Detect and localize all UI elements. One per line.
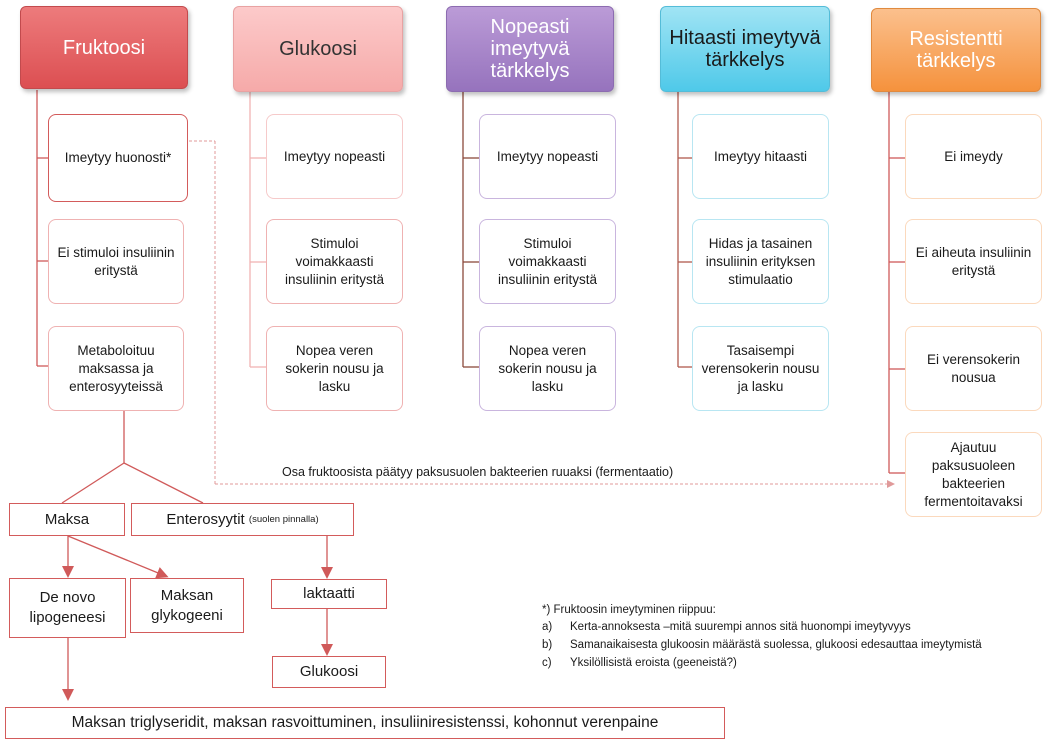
header-slow-starch: Hitaasti imeytyvä tärkkelys xyxy=(660,6,830,92)
footnote-title: *) Fruktoosin imeytyminen riippuu: xyxy=(542,604,716,616)
footnote-letter-b: b) xyxy=(542,639,553,651)
fast-starch-blood-sugar-box: Nopea veren sokerin nousu ja lasku xyxy=(479,326,616,411)
fast-starch-tree-lines xyxy=(462,90,479,368)
footnote-text-a: Kerta-annoksesta –mitä suurempi annos si… xyxy=(570,621,911,633)
glucose-insulin-box: Stimuloi voimakkaasti insuliinin erityst… xyxy=(266,219,403,304)
fast-starch-absorption-box: Imeytyy nopeasti xyxy=(479,114,616,199)
split-lines xyxy=(61,411,204,504)
slow-starch-blood-sugar-box: Tasaisempi verensokerin nousu ja lasku xyxy=(692,326,829,411)
footnote-item-a: a) Kerta-annoksesta –mitä suurempi annos … xyxy=(542,621,911,633)
glucose-blood-sugar-box: Nopea veren sokerin nousu ja lasku xyxy=(266,326,403,411)
resistant-insulin-box: Ei aiheuta insuliinin eritystä xyxy=(905,219,1042,304)
laktaatti-box: laktaatti xyxy=(271,579,387,609)
maksa-box: Maksa xyxy=(9,503,125,536)
slow-starch-insulin-box: Hidas ja tasainen insuliinin erityksen s… xyxy=(692,219,829,304)
glucose-tree-lines xyxy=(249,90,266,368)
slow-starch-tree-lines xyxy=(677,90,692,368)
fermentation-label: Osa fruktoosista päätyy paksusuolen bakt… xyxy=(282,465,674,479)
enterosyytit-label: Enterosyytit xyxy=(166,510,245,528)
footnote-text-c: Yksilöllisistä eroista (geeneistä?) xyxy=(570,657,737,669)
slow-starch-absorption-box: Imeytyy hitaasti xyxy=(692,114,829,199)
footnote-letter-a: a) xyxy=(542,621,553,633)
denovo-box: De novo lipogeneesi xyxy=(9,578,126,638)
resistant-fermentation-box: Ajautuu paksusuoleen bakteerien fermento… xyxy=(905,432,1042,517)
fructose-metabolism-box: Metaboloituu maksassa ja enterosyyteissä xyxy=(48,326,184,411)
footnote-letter-c: c) xyxy=(542,657,552,669)
enterosyytit-note: (suolen pinnalla) xyxy=(248,513,319,525)
flow-arrows xyxy=(62,535,333,701)
header-glucose: Glukoosi xyxy=(233,6,403,92)
resistant-blood-sugar-box: Ei verensokerin nousua xyxy=(905,326,1042,411)
resistant-absorption-box: Ei imeydy xyxy=(905,114,1042,199)
fructose-absorption-box: Imeytyy huonosti* xyxy=(48,114,188,202)
enterosyytit-box: Enterosyytit (suolen pinnalla) xyxy=(131,503,354,536)
header-fast-starch: Nopeasti imeytyvä tärkkelys xyxy=(446,6,614,92)
footnote-text-b: Samanaikaisesta glukoosin määrästä suole… xyxy=(570,639,982,651)
glukoosi-box: Glukoosi xyxy=(272,656,386,688)
fast-starch-insulin-box: Stimuloi voimakkaasti insuliinin erityst… xyxy=(479,219,616,304)
glucose-absorption-box: Imeytyy nopeasti xyxy=(266,114,403,199)
fructose-insulin-box: Ei stimuloi insuliinin eritystä xyxy=(48,219,184,304)
header-resistant-starch: Resistentti tärkkelys xyxy=(871,8,1041,92)
footnote-item-c: c) Yksilöllisistä eroista (geeneistä?) xyxy=(542,657,737,669)
header-fructose: Fruktoosi xyxy=(20,6,188,89)
fructose-tree-lines xyxy=(36,90,48,367)
fermentation-route xyxy=(189,140,895,488)
outcome-box: Maksan triglyseridit, maksan rasvoittumi… xyxy=(5,707,725,739)
footnote-item-b: b) Samanaikaisesta glukoosin määrästä suo… xyxy=(542,639,982,651)
resistant-tree-lines xyxy=(888,90,905,474)
glykogeeni-box: Maksan glykogeeni xyxy=(130,578,244,633)
